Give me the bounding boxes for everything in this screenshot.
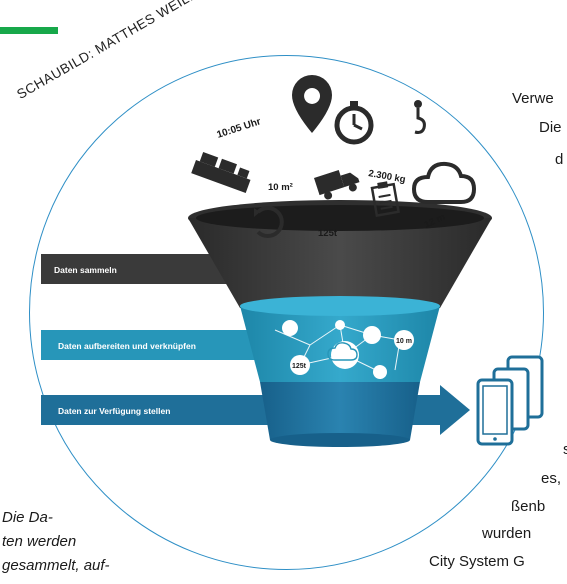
truck-icon bbox=[314, 169, 360, 200]
time-value: 10:05 Uhr bbox=[216, 116, 263, 141]
body-text-fragment: City System G bbox=[429, 553, 525, 570]
stopwatch-icon bbox=[334, 101, 374, 145]
process-tons-label: 125t bbox=[292, 363, 307, 370]
process-node bbox=[394, 330, 414, 350]
device-icon bbox=[476, 378, 514, 446]
caption-line: ten werden bbox=[2, 533, 77, 550]
accent-bar bbox=[0, 27, 58, 34]
process-length-label: 10 m bbox=[396, 338, 412, 345]
funnel-bottom bbox=[260, 382, 420, 447]
location-pin-icon bbox=[292, 75, 332, 133]
body-text-fragment: Die bbox=[539, 119, 562, 136]
area-value: 10 m² bbox=[268, 182, 293, 193]
cloud-icon bbox=[411, 161, 477, 204]
tons-value: 125t bbox=[318, 228, 338, 239]
funnel-top bbox=[188, 200, 492, 308]
caption-line: Die Da- bbox=[2, 509, 53, 526]
clipboard-icon bbox=[370, 181, 400, 218]
process-node bbox=[290, 355, 310, 375]
body-text-fragment: es, bbox=[541, 470, 562, 487]
step-process-label: Daten aufbereiten und verknüpfen bbox=[58, 341, 196, 351]
device-home-button bbox=[493, 437, 497, 441]
body-text-fragment: d bbox=[555, 151, 564, 168]
body-text-fragment: wurden bbox=[482, 525, 532, 542]
mobile-devices bbox=[476, 355, 544, 446]
crane-hook-ring bbox=[414, 100, 422, 108]
process-node bbox=[363, 326, 381, 344]
process-node bbox=[335, 320, 345, 330]
funnel-middle: 125t 10 m bbox=[240, 296, 440, 382]
process-node bbox=[331, 341, 359, 369]
body-text-fragment: Verwe bbox=[512, 90, 554, 107]
body-text-fragment: ßenb bbox=[511, 498, 546, 515]
figure-caption: Die Da- ten werden gesammelt, auf- bbox=[0, 506, 110, 578]
cloud-icon bbox=[327, 342, 358, 361]
illustration-circle bbox=[29, 55, 544, 570]
process-node bbox=[373, 365, 387, 379]
device-screen bbox=[482, 385, 508, 435]
step-collect-label: Daten sammeln bbox=[54, 265, 117, 275]
step-provide-label: Daten zur Verfügung stellen bbox=[58, 406, 170, 416]
body-text-fragment: s bbox=[563, 441, 567, 458]
recycle-icon bbox=[254, 206, 284, 238]
crane-hook-icon bbox=[414, 108, 426, 134]
process-node bbox=[282, 320, 298, 336]
caption-line: gesammelt, auf- bbox=[2, 557, 110, 574]
ship-icon bbox=[191, 151, 251, 193]
